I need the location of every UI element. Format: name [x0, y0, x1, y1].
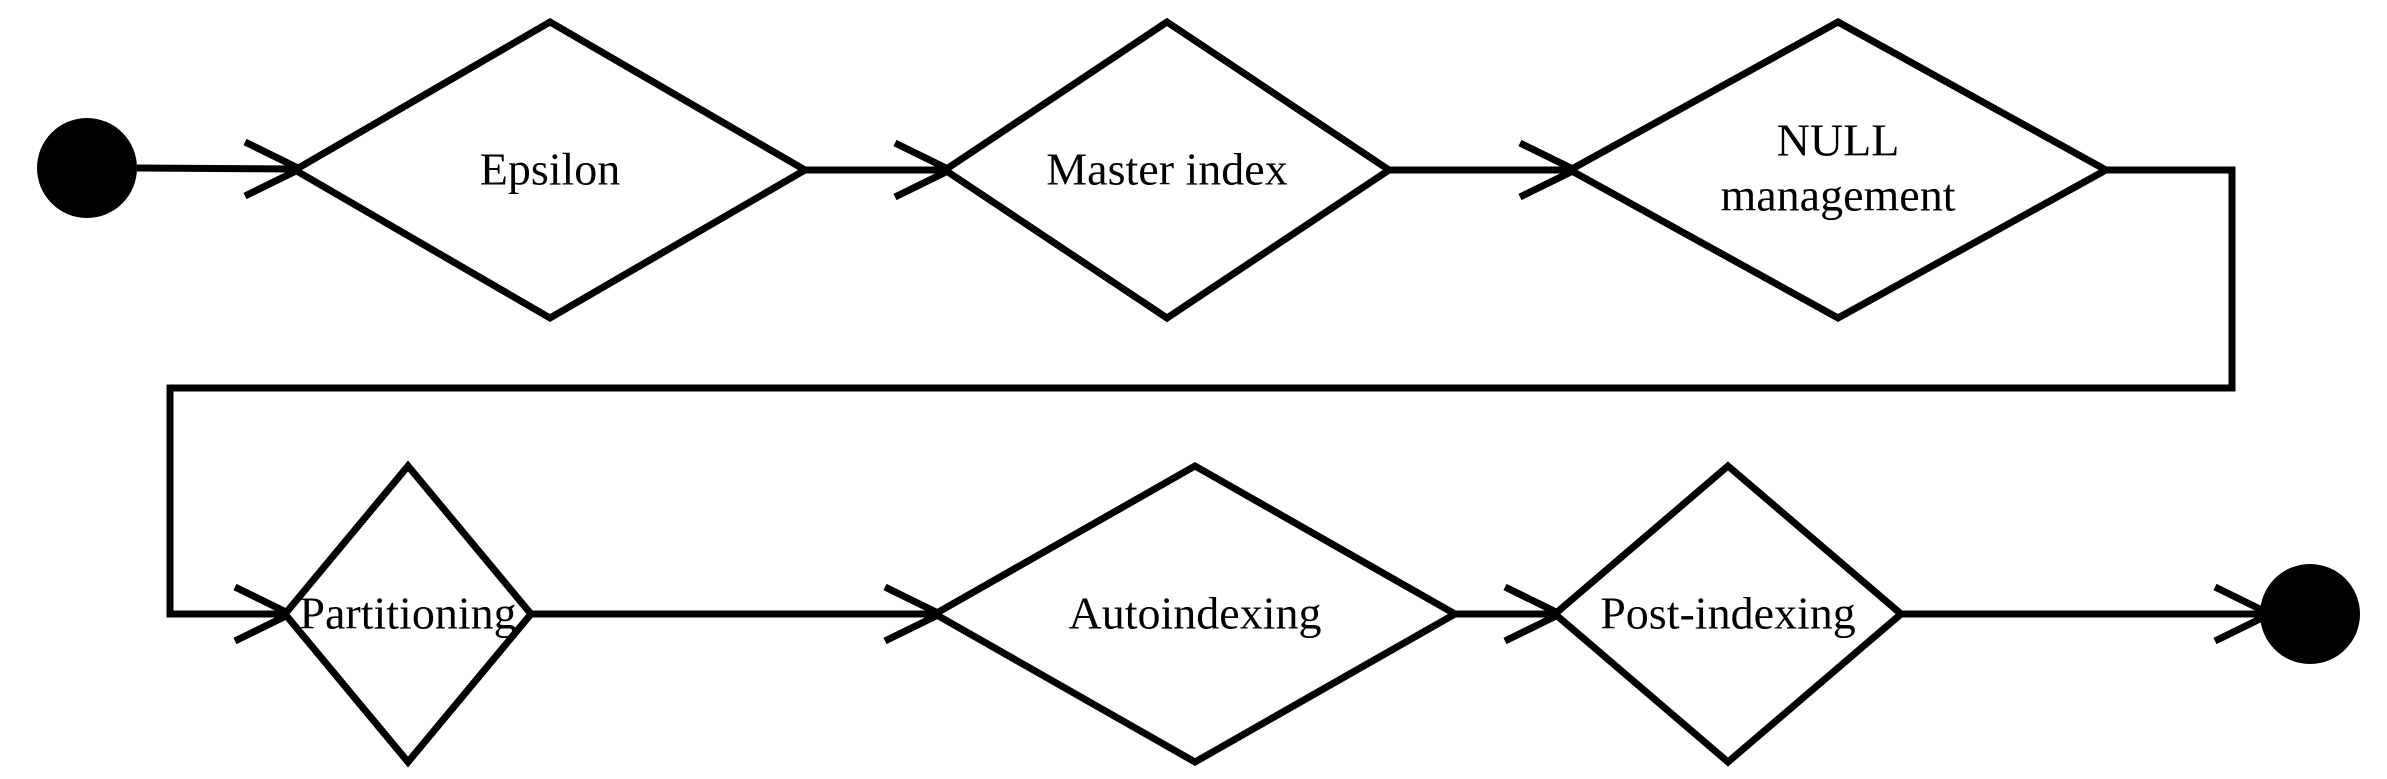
final-node-end[interactable]: [2260, 564, 2360, 664]
node-autoindexing-label: Autoindexing: [1069, 588, 1322, 639]
node-partitioning-label: Partitioning: [299, 588, 516, 639]
diamond-shape: [938, 17, 1396, 323]
node-post-indexing[interactable]: Post-indexing: [1549, 461, 1907, 767]
edge-line: [166, 166, 2236, 618]
node-epsilon[interactable]: Epsilon: [288, 17, 812, 323]
node-epsilon-label: Epsilon: [480, 144, 621, 195]
node-master-index[interactable]: Master index: [938, 17, 1396, 323]
edge-line: [136, 164, 298, 173]
initial-node-start[interactable]: [37, 118, 137, 218]
edge-master-index-to-null-management[interactable]: [1389, 139, 1583, 201]
node-null-management[interactable]: NULL management: [1562, 18, 2114, 322]
edge-autoindexing-to-post-indexing[interactable]: [1455, 583, 1568, 645]
edge-epsilon-to-master-index[interactable]: [805, 139, 958, 201]
diamond-shape: [1562, 18, 2114, 322]
edge-post-indexing-to-end[interactable]: [1901, 583, 2278, 645]
diamond-shape: [1549, 461, 1907, 767]
node-null-management-label-line1: NULL: [1777, 115, 1900, 166]
node-null-management-label-line2: management: [1720, 170, 1955, 221]
node-autoindexing[interactable]: Autoindexing: [927, 461, 1463, 767]
node-post-indexing-label: Post-indexing: [1600, 588, 1856, 639]
node-partitioning[interactable]: Partitioning: [280, 460, 536, 768]
diamond-shape: [288, 17, 812, 323]
node-master-index-label: Master index: [1046, 144, 1287, 195]
edge-partitioning-to-autoindexing[interactable]: [531, 583, 948, 645]
node-layer: Epsilon Master index NULL management Par…: [37, 17, 2360, 768]
diamond-shape: [280, 460, 536, 768]
edge-start-to-epsilon[interactable]: [136, 138, 308, 200]
diamond-shape: [927, 461, 1463, 767]
